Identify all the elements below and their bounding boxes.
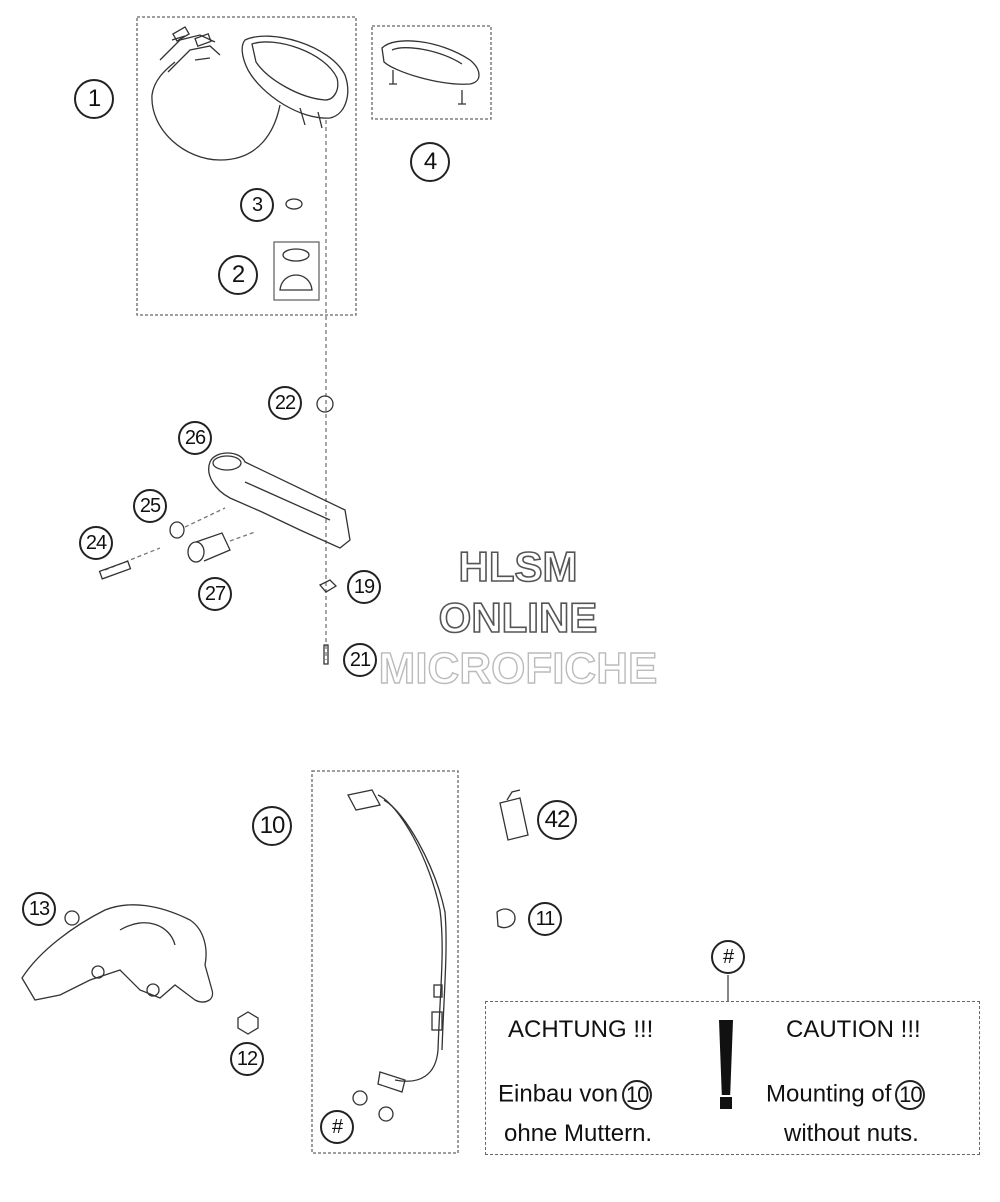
notice-de-line1-text: Einbau von (498, 1080, 619, 1108)
watermark-line-1: HLSM (458, 542, 579, 591)
cover-group-box (371, 25, 492, 120)
callout-1: 1 (74, 79, 114, 119)
notice-en-ref-callout: 10 (895, 1080, 926, 1110)
part-3-ring (285, 198, 303, 210)
callout-12: 12 (230, 1042, 264, 1076)
exclamation-dot (720, 1097, 732, 1109)
callout-4: 4 (410, 142, 450, 182)
part-12-nut (237, 1011, 259, 1035)
callout-10: 10 (252, 806, 292, 846)
part-22-nut (316, 395, 334, 413)
callout-27: 27 (198, 577, 232, 611)
callout-3: 3 (240, 188, 274, 222)
part-27-bushing (187, 531, 256, 563)
watermark-line-2: ONLINE (438, 593, 598, 642)
callout-13: 13 (22, 892, 56, 926)
part-42-clip (499, 789, 529, 841)
exclamation-mark-icon (719, 1020, 733, 1095)
notice-en-line1-text: Mounting of (766, 1080, 892, 1108)
part-21-bolt (323, 644, 329, 665)
part-25-washer (169, 521, 185, 539)
callout-26: 26 (178, 421, 212, 455)
sensor-group-box (311, 770, 459, 1154)
callout-42: 42 (537, 800, 577, 840)
callout-21: 21 (343, 643, 377, 677)
bracket-part-26 (208, 452, 351, 549)
part-2-seal-kit (273, 241, 320, 301)
bracket-part-13 (21, 904, 214, 1003)
callout-19: 19 (347, 570, 381, 604)
notice-de-line2: ohne Muttern. (504, 1120, 653, 1147)
callout-22: 22 (268, 386, 302, 420)
cover-part (381, 40, 480, 105)
part-19-washer (318, 579, 338, 593)
callout-hash-bottom: # (320, 1110, 354, 1144)
notice-en-title: CAUTION !!! (786, 1016, 921, 1043)
callout-24: 24 (79, 526, 113, 560)
callout-11: 11 (528, 902, 562, 936)
sensor-cable-part-10 (347, 789, 447, 1122)
callout-25: 25 (133, 489, 167, 523)
watermark-line-3: MICROFICHE (378, 643, 658, 693)
speedometer-unit (151, 26, 349, 161)
part-24-screw (98, 560, 132, 580)
notice-de-title: ACHTUNG !!! (508, 1016, 654, 1043)
callout-2: 2 (218, 255, 258, 295)
notice-de-ref-callout: 10 (622, 1080, 653, 1110)
speedometer-group-box (136, 16, 357, 316)
notice-en-line2: without nuts. (784, 1120, 919, 1147)
callout-hash-top: # (711, 940, 745, 974)
part-11 (496, 908, 516, 929)
